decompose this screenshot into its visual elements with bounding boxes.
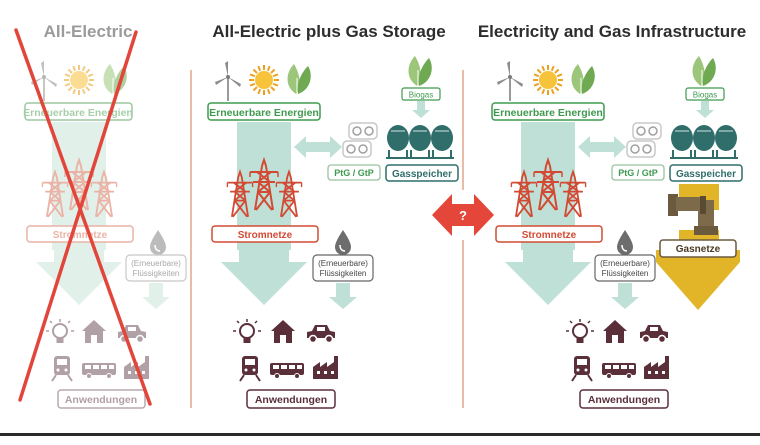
applications <box>565 318 669 382</box>
sun-icon <box>63 64 95 96</box>
flow-arrow <box>505 262 591 305</box>
biogas-label: Biogas <box>693 91 717 100</box>
flow-arrow <box>221 262 307 305</box>
panel-electricity-gas-infrastructure: Electricity and Gas Infrastructure Erneu… <box>478 22 746 409</box>
renewables-label: Erneuerbare Energien <box>493 107 603 119</box>
applications-label: Anwendungen <box>255 394 327 406</box>
ptg-module-icon <box>632 122 662 140</box>
flow-arrow <box>36 262 122 305</box>
ptg-module-icon <box>348 122 378 140</box>
liquid-drop-icon <box>616 229 634 256</box>
ptg-modules <box>342 122 378 158</box>
panel-title: All-Electric plus Gas Storage <box>212 22 445 41</box>
grid-label: Stromnetze <box>238 230 293 241</box>
liquid-drop-icon <box>334 229 352 256</box>
leaf-icon <box>287 63 312 95</box>
panel-all-electric: All-Electric Erneuerbare Energien Stromn… <box>14 22 187 409</box>
gas-tank-icon <box>671 125 693 158</box>
bus-icon <box>81 362 117 379</box>
comparison-double-arrow: ? <box>432 194 494 236</box>
car-icon <box>306 324 336 344</box>
crossed-out-mark <box>14 28 152 406</box>
renewables-label: Erneuerbare Energien <box>23 107 133 119</box>
train-icon <box>51 355 73 382</box>
gas-storage-tanks <box>386 125 454 159</box>
wind-turbine-icon <box>214 60 242 102</box>
ptg-label: PtG / GtP <box>334 168 374 178</box>
house-icon <box>82 320 106 343</box>
liquids-label-line1: (Erneuerbare) <box>318 259 368 268</box>
liquid-drop-icon <box>149 229 167 256</box>
gas-tank-icon <box>409 125 431 158</box>
renewable-sources <box>214 60 312 102</box>
train-icon <box>239 355 261 382</box>
applications <box>45 318 149 382</box>
gas-tank-icon <box>387 125 409 158</box>
light-bulb-icon <box>45 318 75 344</box>
leaf-icon <box>408 55 433 87</box>
leaf-icon <box>571 63 596 95</box>
panel-title: All-Electric <box>44 22 133 41</box>
panel-all-electric-gas-storage: All-Electric plus Gas Storage Erneuerbar… <box>207 22 459 409</box>
question-mark-icon: ? <box>459 208 467 223</box>
ptg-module-icon <box>626 140 656 158</box>
bottom-rule <box>0 433 760 436</box>
applications-label: Anwendungen <box>588 394 660 406</box>
storage-label: Gasspeicher <box>392 169 452 180</box>
storage-exchange-arrow <box>294 136 342 158</box>
sun-icon <box>248 64 280 96</box>
house-icon <box>603 320 627 343</box>
house-icon <box>271 320 295 343</box>
factory-icon <box>313 356 338 379</box>
ptg-modules <box>626 122 662 158</box>
car-icon <box>639 324 669 344</box>
storage-exchange-arrow <box>578 136 626 158</box>
liquids-label-line2: Flüssigkeiten <box>133 269 180 278</box>
panel-title: Electricity and Gas Infrastructure <box>478 22 746 41</box>
train-icon <box>571 355 593 382</box>
renewable-sources <box>30 60 128 102</box>
applications-label: Anwendungen <box>65 394 137 406</box>
storage-label: Gasspeicher <box>676 169 736 180</box>
sun-icon <box>532 64 564 96</box>
liquids-label-line2: Flüssigkeiten <box>602 269 649 278</box>
grid-label: Stromnetze <box>53 230 108 241</box>
gas-tank-icon <box>715 125 737 158</box>
grid-label: Stromnetze <box>522 230 577 241</box>
gas-tank-icon <box>693 125 715 158</box>
factory-icon <box>644 356 669 379</box>
ptg-label: PtG / GtP <box>618 168 658 178</box>
ptg-module-icon <box>342 140 372 158</box>
liquids-label-line2: Flüssigkeiten <box>320 269 367 278</box>
renewables-label: Erneuerbare Energien <box>209 107 319 119</box>
gas-storage-tanks <box>670 125 738 159</box>
gas-tank-icon <box>431 125 453 158</box>
liquids-label-line1: (Erneuerbare) <box>600 259 650 268</box>
biogas-label: Biogas <box>409 91 433 100</box>
applications <box>232 318 338 382</box>
renewable-sources <box>496 60 596 102</box>
gas-grid-label: Gasnetze <box>676 244 721 255</box>
bus-icon <box>601 362 637 379</box>
bus-icon <box>269 362 305 379</box>
liquids-label-line1: (Erneuerbare) <box>131 259 181 268</box>
wind-turbine-icon <box>496 60 524 102</box>
light-bulb-icon <box>565 318 595 344</box>
leaf-icon <box>692 55 717 87</box>
light-bulb-icon <box>232 318 262 344</box>
gas-pipe-icon <box>668 194 718 235</box>
